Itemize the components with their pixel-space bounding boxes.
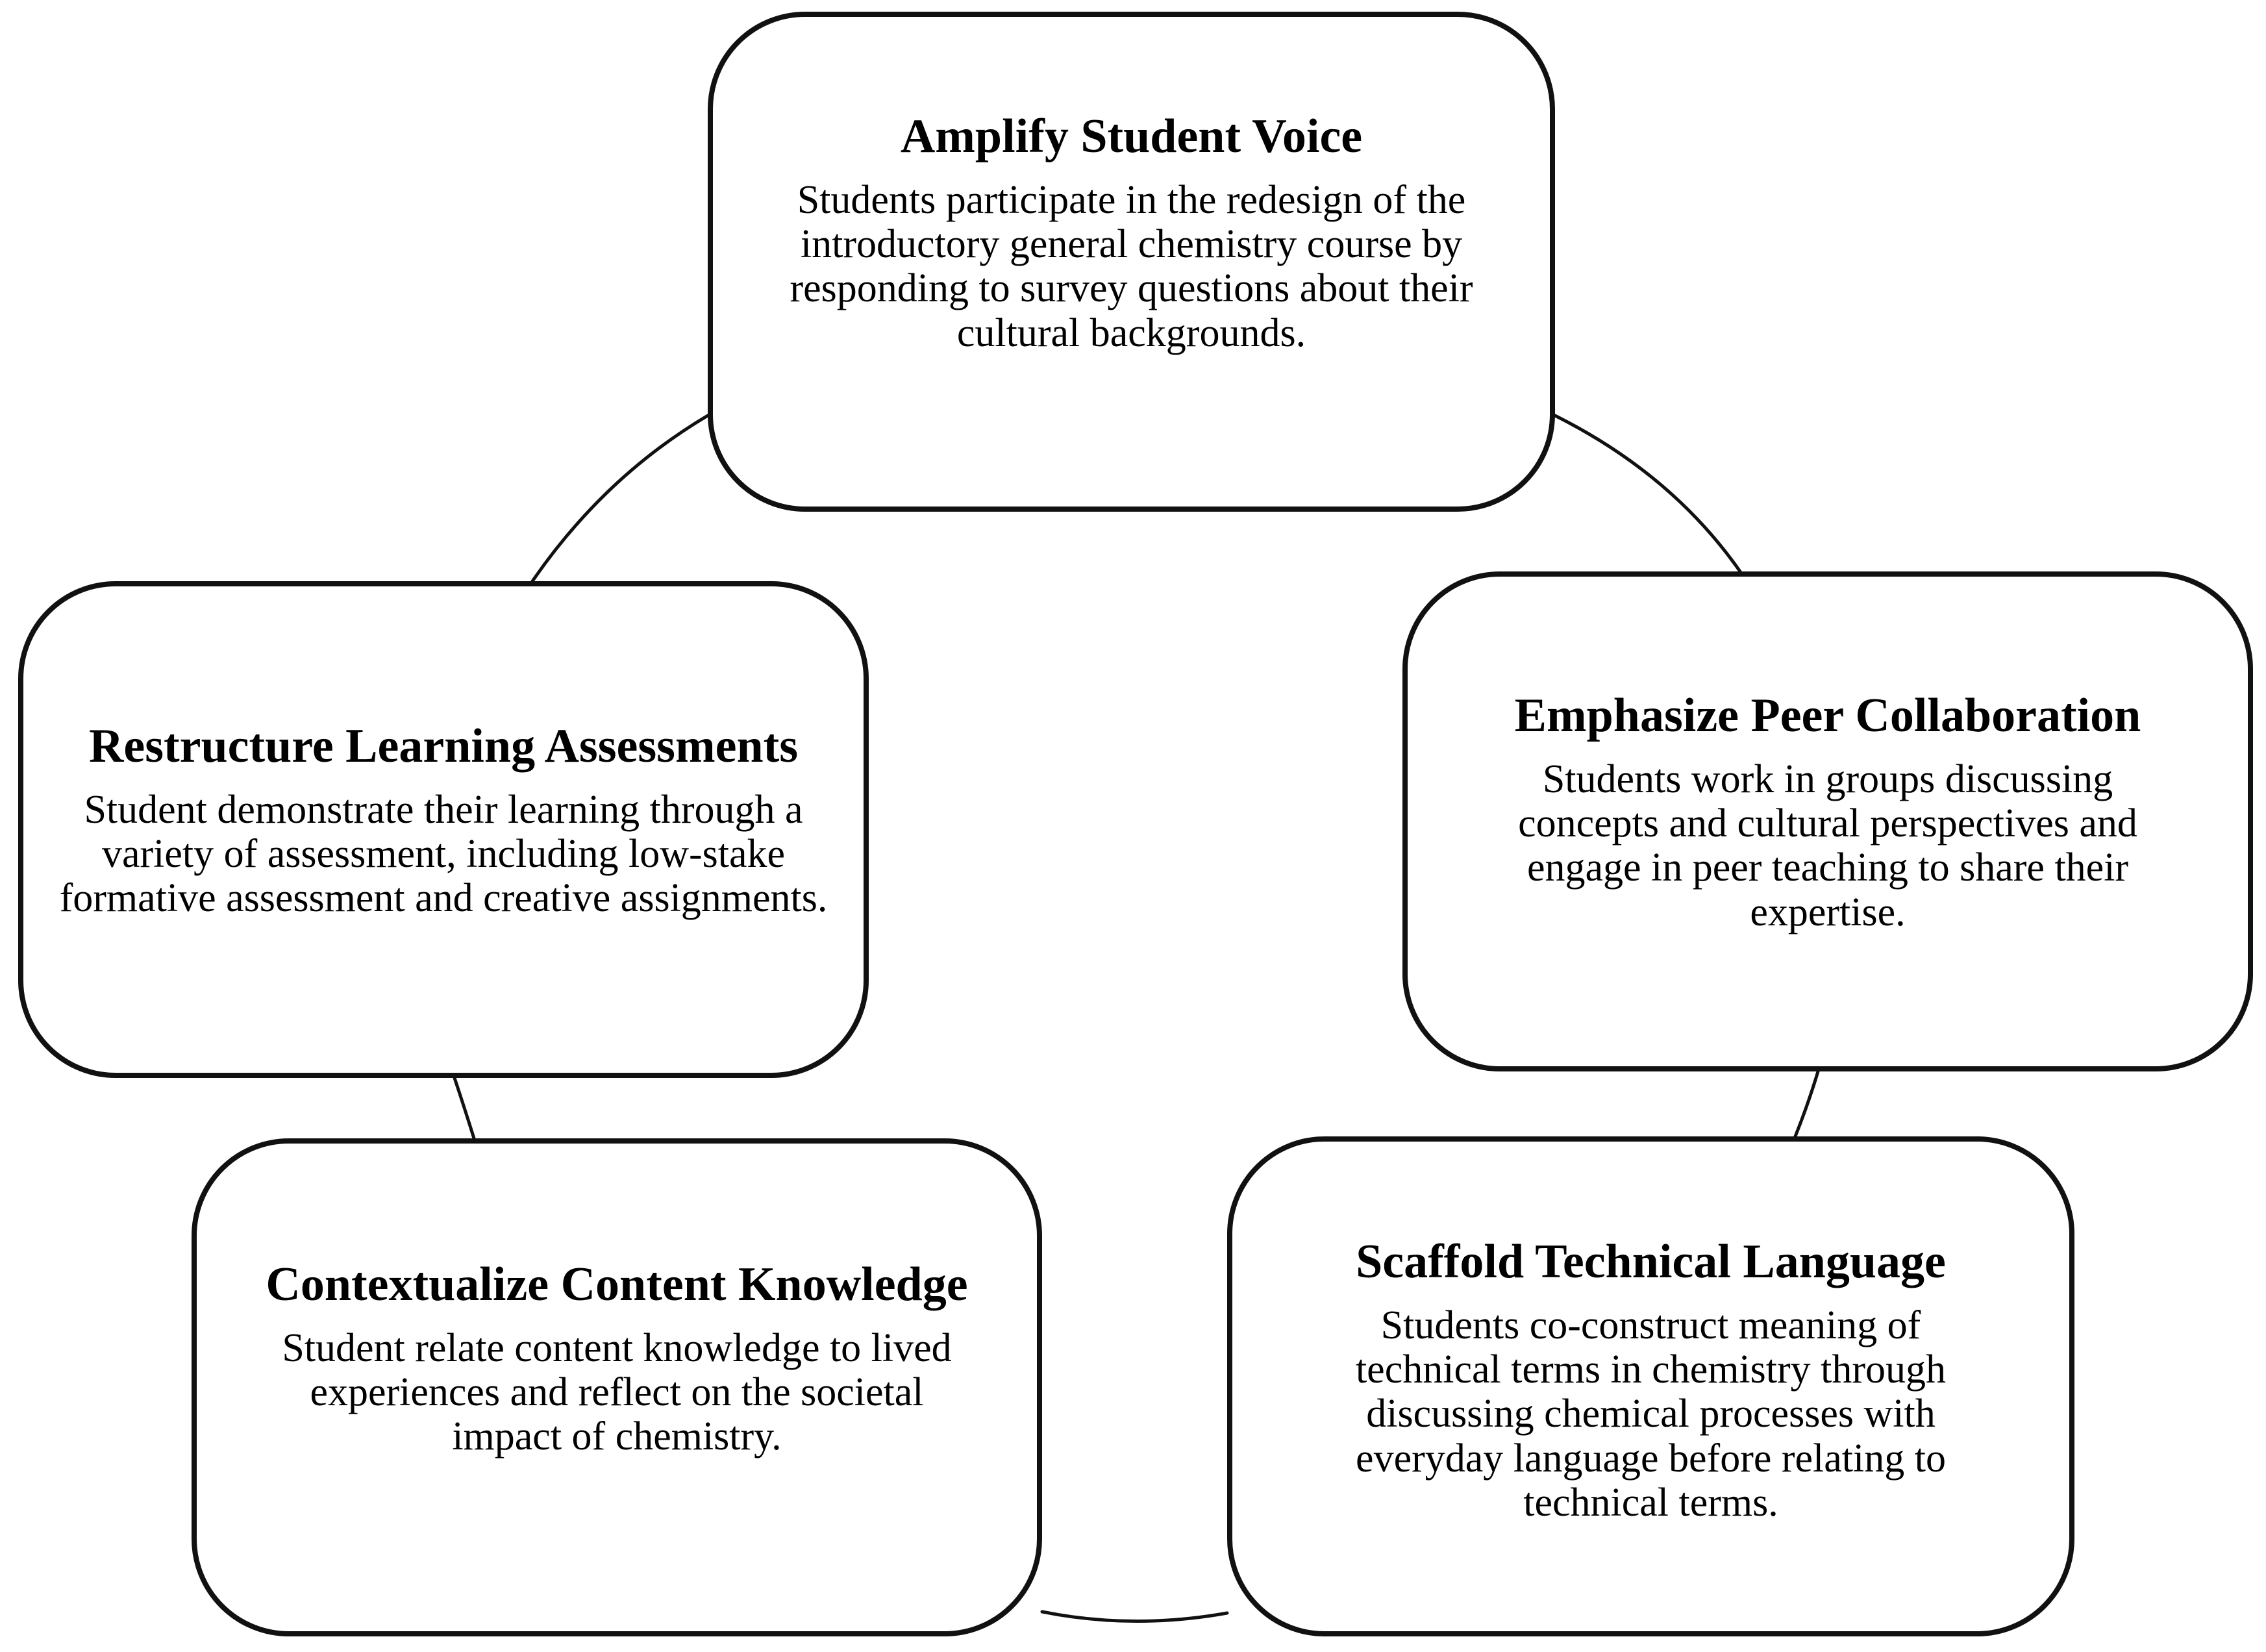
node-title: Contextualize Content Knowledge: [266, 1257, 968, 1311]
node-description: Student relate content knowledge to live…: [282, 1325, 952, 1459]
connector-voice-to-peer: [1553, 414, 1742, 573]
node-amplify-student-voice: Amplify Student Voice Students participa…: [708, 12, 1555, 512]
node-description: Students participate in the redesign of …: [790, 178, 1473, 355]
connector-assess-to-voice: [530, 414, 710, 583]
node-description: Students co-construct meaning of technic…: [1355, 1303, 1947, 1525]
connector-context-to-assess: [453, 1076, 476, 1140]
connector-scaffold-to-context: [1040, 1610, 1229, 1623]
node-title: Scaffold Technical Language: [1356, 1235, 1946, 1289]
node-restructure-learning-assessments: Restructure Learning Assessments Student…: [18, 581, 869, 1078]
node-scaffold-technical-language: Scaffold Technical Language Students co-…: [1227, 1136, 2074, 1636]
node-title: Restructure Learning Assessments: [88, 719, 799, 773]
node-description: Student demonstrate their learning throu…: [59, 787, 828, 921]
connector-peer-to-scaffold: [1793, 1070, 1820, 1138]
node-title: Emphasize Peer Collaboration: [1514, 689, 2141, 743]
node-emphasize-peer-collaboration: Emphasize Peer Collaboration Students wo…: [1402, 571, 2253, 1071]
node-contextualize-content-knowledge: Contextualize Content Knowledge Student …: [192, 1138, 1042, 1636]
node-description: Students work in groups discussing conce…: [1518, 757, 2137, 934]
node-title: Amplify Student Voice: [900, 110, 1363, 164]
